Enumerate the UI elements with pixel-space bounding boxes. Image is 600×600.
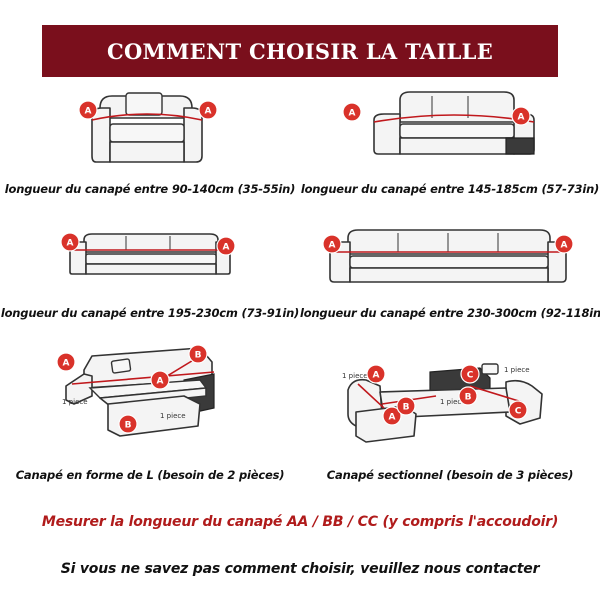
badge-label: A xyxy=(67,239,74,249)
piece-label: 1 piece xyxy=(440,398,466,406)
badge-a-bottom: A xyxy=(382,406,402,426)
badge-a-left: A xyxy=(342,102,362,122)
badge-b-left: B xyxy=(396,396,416,416)
badge-a-right: A xyxy=(150,370,170,390)
panel-caption: longueur du canapé entre 145-185cm (57-7… xyxy=(300,182,600,196)
measure-instruction: Mesurer la longueur du canapé AA / BB / … xyxy=(41,514,559,530)
badge-label: A xyxy=(157,377,164,387)
badge-label: A xyxy=(85,107,92,117)
badge-c-top: C xyxy=(460,364,480,384)
badge-b-top: B xyxy=(188,344,208,364)
badge-a-top: A xyxy=(366,364,386,384)
panel-armchair: A A longueur du canapé entre 90-140cm (3… xyxy=(0,88,300,208)
badge-label: A xyxy=(63,359,70,369)
badge-a-left: A xyxy=(322,234,342,254)
badge-a-left: A xyxy=(60,232,80,252)
u-shaped-sofa-icon: 1 piece 1 piece 1 piece xyxy=(342,363,543,443)
panel-caption: longueur du canapé entre 230-300cm (92-1… xyxy=(300,306,600,320)
l-shaped-sofa-icon: 1 piece 1 piece xyxy=(62,347,215,437)
badge-label: B xyxy=(465,393,472,403)
badge-label: A xyxy=(329,241,336,251)
contact-instruction: Si vous ne savez pas comment choisir, ve… xyxy=(60,561,540,577)
four-seat-sofa-icon xyxy=(329,229,567,283)
panel-three-seat: A A longueur du canapé entre 195-230cm (… xyxy=(0,228,300,328)
badge-a-right: A xyxy=(511,106,531,126)
badge-a-left: A xyxy=(56,352,76,372)
panel-caption: Canapé sectionnel (besoin de 3 pièces) xyxy=(326,468,574,482)
badge-label: A xyxy=(389,413,396,423)
piece-label: 1 piece xyxy=(342,372,368,380)
badge-label: B xyxy=(195,351,202,361)
three-seat-sofa-icon xyxy=(69,233,231,275)
piece-label: 1 piece xyxy=(504,366,530,374)
armchair-icon xyxy=(91,92,203,163)
badge-a-right: A xyxy=(554,234,574,254)
badge-a-right: A xyxy=(198,100,218,120)
panel-caption: Canapé en forme de L (besoin de 2 pièces… xyxy=(15,468,285,482)
badge-c-right: C xyxy=(508,400,528,420)
panel-loveseat: A A longueur du canapé entre 145-185cm (… xyxy=(300,88,600,208)
panel-four-seat: A A longueur du canapé entre 230-300cm (… xyxy=(300,228,600,328)
panel-caption: longueur du canapé entre 195-230cm (73-9… xyxy=(0,306,300,320)
badge-label: A xyxy=(349,109,356,119)
badge-b-right: B xyxy=(458,386,478,406)
page-title: COMMENT CHOISIR LA TAILLE xyxy=(106,38,494,64)
piece-label: 1 piece xyxy=(62,398,88,406)
badge-a-left: A xyxy=(78,100,98,120)
badge-a-right: A xyxy=(216,236,236,256)
badge-label: C xyxy=(467,371,474,381)
badge-label: A xyxy=(373,371,380,381)
badge-label: A xyxy=(561,241,568,251)
panel-sectional: 1 piece 1 piece 1 piece A A B B C C Cana… xyxy=(300,356,600,482)
badge-label: B xyxy=(403,403,410,413)
piece-label: 1 piece xyxy=(160,412,186,420)
panel-l-shaped: 1 piece 1 piece A A B B Canapé en forme … xyxy=(0,340,300,482)
badge-label: A xyxy=(223,243,230,253)
badge-label: C xyxy=(515,407,522,417)
badge-b-bottom: B xyxy=(118,414,138,434)
badge-label: A xyxy=(205,107,212,117)
badge-label: B xyxy=(125,421,132,431)
panel-caption: longueur du canapé entre 90-140cm (35-55… xyxy=(4,182,296,196)
badge-label: A xyxy=(518,113,525,123)
title-banner: COMMENT CHOISIR LA TAILLE xyxy=(42,25,558,77)
